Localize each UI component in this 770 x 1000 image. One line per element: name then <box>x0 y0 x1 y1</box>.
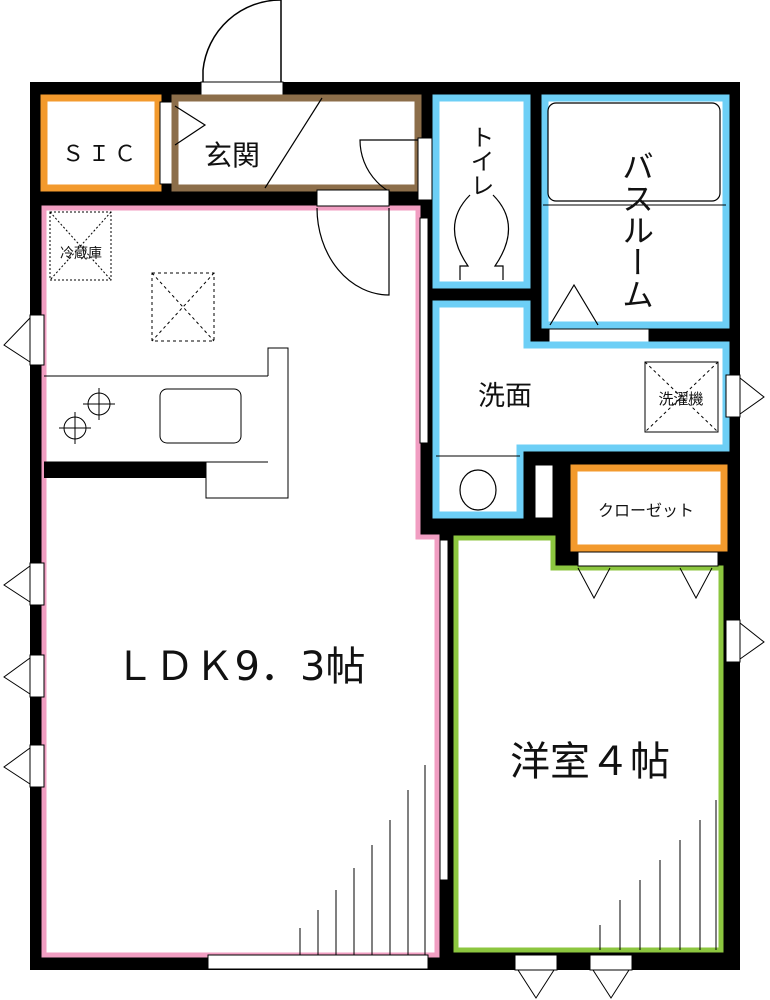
room-washroom <box>432 300 730 519</box>
windows <box>29 314 741 971</box>
label-ldk: ＬＤＫ9．3帖 <box>115 644 366 690</box>
label-washroom: 洗面 <box>478 381 532 412</box>
label-entrance: 玄関 <box>204 139 260 172</box>
ceiling-storage <box>151 272 215 342</box>
refrigerator-space <box>49 211 112 281</box>
room-closet <box>570 464 728 552</box>
entrance-door <box>202 0 282 82</box>
toilet-fixture <box>453 194 510 280</box>
label-toilet: トイレ <box>466 125 494 197</box>
label-washing-machine: 洗濯機 <box>658 390 703 408</box>
room-ldk <box>41 205 440 958</box>
hatch-lines <box>299 765 717 955</box>
label-western-room: 洋室４帖 <box>510 739 670 785</box>
room-western <box>453 535 724 953</box>
room-toilet <box>432 94 531 289</box>
bathtub <box>547 102 721 202</box>
entrance-door-frame <box>200 81 284 97</box>
label-bathroom: バスルーム <box>617 150 655 310</box>
room-sic <box>40 94 162 192</box>
stove-icon <box>59 388 115 444</box>
label-refrigerator: 冷蔵庫 <box>60 245 102 262</box>
kitchen-sink <box>159 388 242 444</box>
label-closet: クローゼット <box>598 501 694 520</box>
sink <box>459 469 497 511</box>
ldk-door <box>316 207 390 296</box>
washing-machine-space <box>644 361 719 433</box>
label-sic: ＳＩＣ <box>62 142 140 167</box>
room-entrance <box>171 94 422 192</box>
